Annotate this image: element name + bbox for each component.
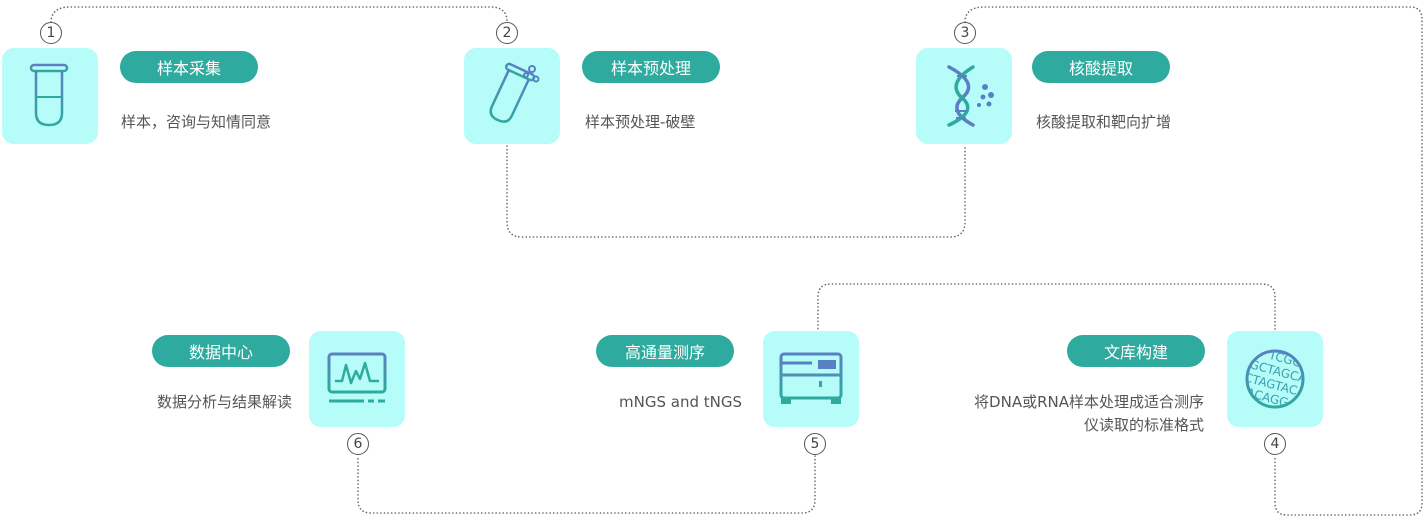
connector-4-5 [817,283,1276,330]
step-3-number: 3 [954,22,976,44]
step-6-desc: 数据分析与结果解读 [156,393,292,411]
step-5-desc: mNGS and tNGS [619,393,742,411]
step-6-number: 6 [347,433,369,455]
step-6-title: 数据中心 [152,335,290,367]
step-4-desc-line2: 仪读取的标准格式 [1083,416,1204,434]
step-1-number: 1 [40,22,62,44]
step-1-title: 样本采集 [120,51,258,83]
step-3-desc: 核酸提取和靶向扩增 [1036,113,1172,131]
test-tube-icon [29,63,69,127]
step-1-icon-box [2,48,98,144]
step-4-desc-line1: 将DNA或RNA样本处理成适合测序 [974,393,1204,411]
step-1-desc: 样本，咨询与知情同意 [121,113,272,131]
step-5-icon-box [763,331,859,427]
step-2-number: 2 [496,22,518,44]
dna-icon [947,65,994,127]
step-4-icon-box: TCGC GCTAGCA CTAGTAC ACAGG [1227,331,1323,427]
connector-5-6 [357,455,816,514]
connector-2-3 [506,145,966,238]
sequence-circle-icon: TCGC GCTAGCA CTAGTAC ACAGG [1243,348,1307,410]
step-4-title: 文库构建 [1067,335,1205,367]
connector-3-4 [964,6,1423,516]
tube-bubbles-icon [489,62,540,123]
sequencer-icon [779,352,843,404]
step-3-title: 核酸提取 [1032,51,1170,83]
step-6-icon-box [309,331,405,427]
connector-1-2 [50,6,508,23]
step-4-number: 4 [1264,433,1286,455]
monitor-icon [327,352,387,403]
step-2-desc: 样本预处理-破壁 [585,113,696,131]
step-4-desc: 将DNA或RNA样本处理成适合测序 仪读取的标准格式 [974,391,1204,437]
step-2-title: 样本预处理 [582,51,720,83]
step-3-icon-box [916,48,1012,144]
step-2-icon-box [464,48,560,144]
step-5-number: 5 [804,433,826,455]
step-5-title: 高通量测序 [596,335,734,367]
